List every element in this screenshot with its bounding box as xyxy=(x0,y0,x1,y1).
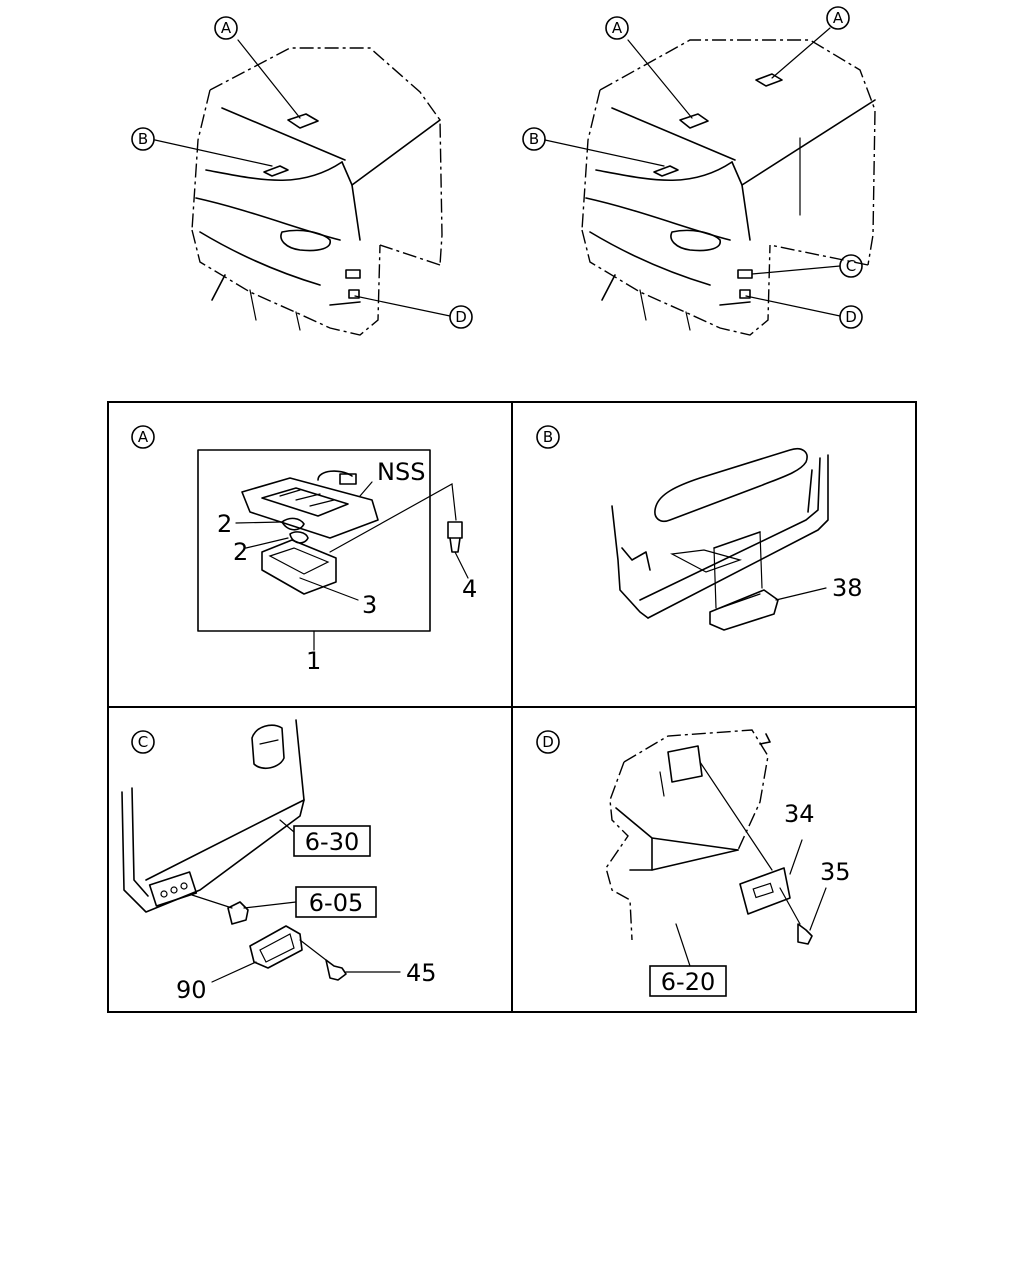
label-nss: NSS xyxy=(377,458,425,486)
panel-d-step-lamp-lower: D 6-20 34 35 xyxy=(536,729,851,997)
callout-circle-d: D xyxy=(839,305,863,329)
callout-circle-c: C xyxy=(839,254,863,278)
svg-text:C: C xyxy=(846,257,856,275)
ref-label-6-05: 6-05 xyxy=(309,889,363,917)
part-number-34: 34 xyxy=(784,800,815,828)
detail-grid-frame xyxy=(107,401,917,1013)
part-number-1: 1 xyxy=(306,647,321,675)
part-number-4: 4 xyxy=(462,575,477,603)
svg-text:D: D xyxy=(542,733,554,751)
svg-text:B: B xyxy=(543,428,553,446)
cab-overview-left: A B D xyxy=(131,16,473,336)
callout-circle-a: A xyxy=(214,16,238,40)
callout-circle-a: A xyxy=(605,16,629,40)
part-number-2-upper: 2 xyxy=(217,510,232,538)
part-number-90: 90 xyxy=(176,976,207,1004)
part-number-35: 35 xyxy=(820,858,851,886)
ref-label-6-30: 6-30 xyxy=(305,828,359,856)
svg-text:B: B xyxy=(529,130,539,148)
panel-letter-b: B xyxy=(536,425,560,449)
svg-text:A: A xyxy=(221,19,232,37)
panel-letter-a: A xyxy=(131,425,155,449)
svg-text:B: B xyxy=(138,130,148,148)
callout-circle-b: B xyxy=(522,127,546,151)
svg-text:A: A xyxy=(138,428,149,446)
cab-overview-right: A A B C D xyxy=(522,6,876,336)
panel-c-side-lamp: C 6-30 6-05 90 45 xyxy=(121,719,437,1004)
svg-text:D: D xyxy=(845,308,857,326)
ref-box-6-30 xyxy=(293,825,371,857)
svg-text:A: A xyxy=(833,9,844,27)
panel-letter-d: D xyxy=(536,730,560,754)
ref-box-6-05 xyxy=(295,886,377,918)
svg-text:A: A xyxy=(612,19,623,37)
callout-circle-a-roof: A xyxy=(826,6,850,30)
ref-label-6-20: 6-20 xyxy=(661,968,715,996)
panel-b-step-lamp: B 38 xyxy=(536,425,863,631)
panel-letter-c: C xyxy=(131,730,155,754)
callout-circle-d: D xyxy=(449,305,473,329)
part-number-45: 45 xyxy=(406,959,437,987)
svg-text:C: C xyxy=(138,733,148,751)
ref-box-6-20 xyxy=(649,965,727,997)
part-number-38: 38 xyxy=(832,574,863,602)
part-number-3: 3 xyxy=(362,591,377,619)
svg-text:D: D xyxy=(455,308,467,326)
callout-circle-b: B xyxy=(131,127,155,151)
part-number-2-lower: 2 xyxy=(233,538,248,566)
panel-a-dome-lamp: A NSS 2 2 3 4 1 xyxy=(131,425,477,675)
